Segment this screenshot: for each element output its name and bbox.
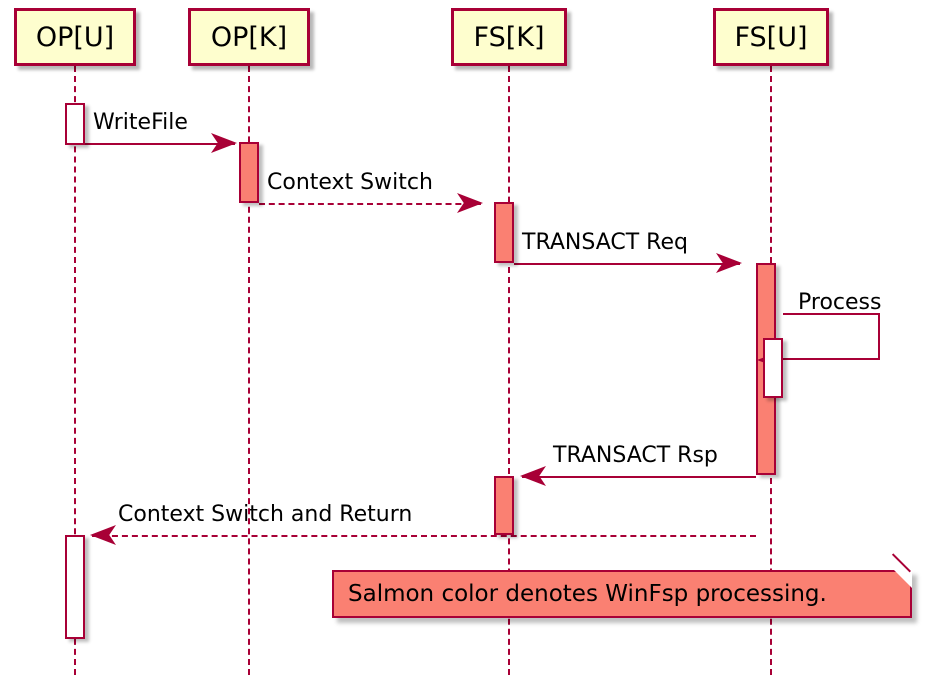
message-label-msg-transact-rsp: TRANSACT Rsp: [553, 443, 718, 468]
message-line-msg-writefile: [85, 143, 235, 145]
participant-fs_u[interactable]: FS[U]: [713, 8, 829, 66]
participant-label: OP[K]: [210, 21, 288, 53]
note-text: Salmon color denotes WinFsp processing.: [348, 580, 827, 607]
lifeline-op_k: [248, 66, 250, 675]
message-label-msg-context-switch-return: Context Switch and Return: [118, 502, 413, 527]
participant-op_k[interactable]: OP[K]: [188, 8, 310, 66]
message-line-msg-transact-rsp: [522, 476, 756, 478]
message-label-msg-writefile: WriteFile: [93, 110, 188, 135]
message-line-msg-context-switch: [259, 203, 481, 205]
message-label-msg-process: Process: [798, 290, 882, 315]
note-fold-corner-icon: [894, 570, 912, 588]
participant-op_u[interactable]: OP[U]: [14, 8, 136, 66]
message-label-msg-transact-req: TRANSACT Req: [522, 230, 688, 255]
message-line-msg-transact-req: [514, 263, 740, 265]
activation-bar-fs_k: [494, 476, 514, 535]
lifeline-op_u: [74, 66, 76, 675]
activation-bar-op_k: [239, 142, 259, 203]
participant-fs_k[interactable]: FS[K]: [451, 8, 567, 66]
lifeline-fs_k: [508, 66, 510, 675]
participant-label: FS[U]: [734, 21, 808, 53]
activation-bar-fs_k: [494, 202, 514, 263]
participant-label: OP[U]: [35, 21, 115, 53]
message-label-msg-context-switch: Context Switch: [267, 170, 433, 195]
note-note-salmon-legend: Salmon color denotes WinFsp processing.: [332, 553, 912, 618]
self-message-msg-process: [783, 313, 880, 360]
activation-bar-fs_u: [763, 338, 783, 398]
activation-bar-op_u: [65, 103, 85, 145]
activation-bar-op_u: [65, 535, 85, 639]
participant-label: FS[K]: [473, 21, 545, 53]
message-line-msg-context-switch-return: [92, 535, 756, 537]
